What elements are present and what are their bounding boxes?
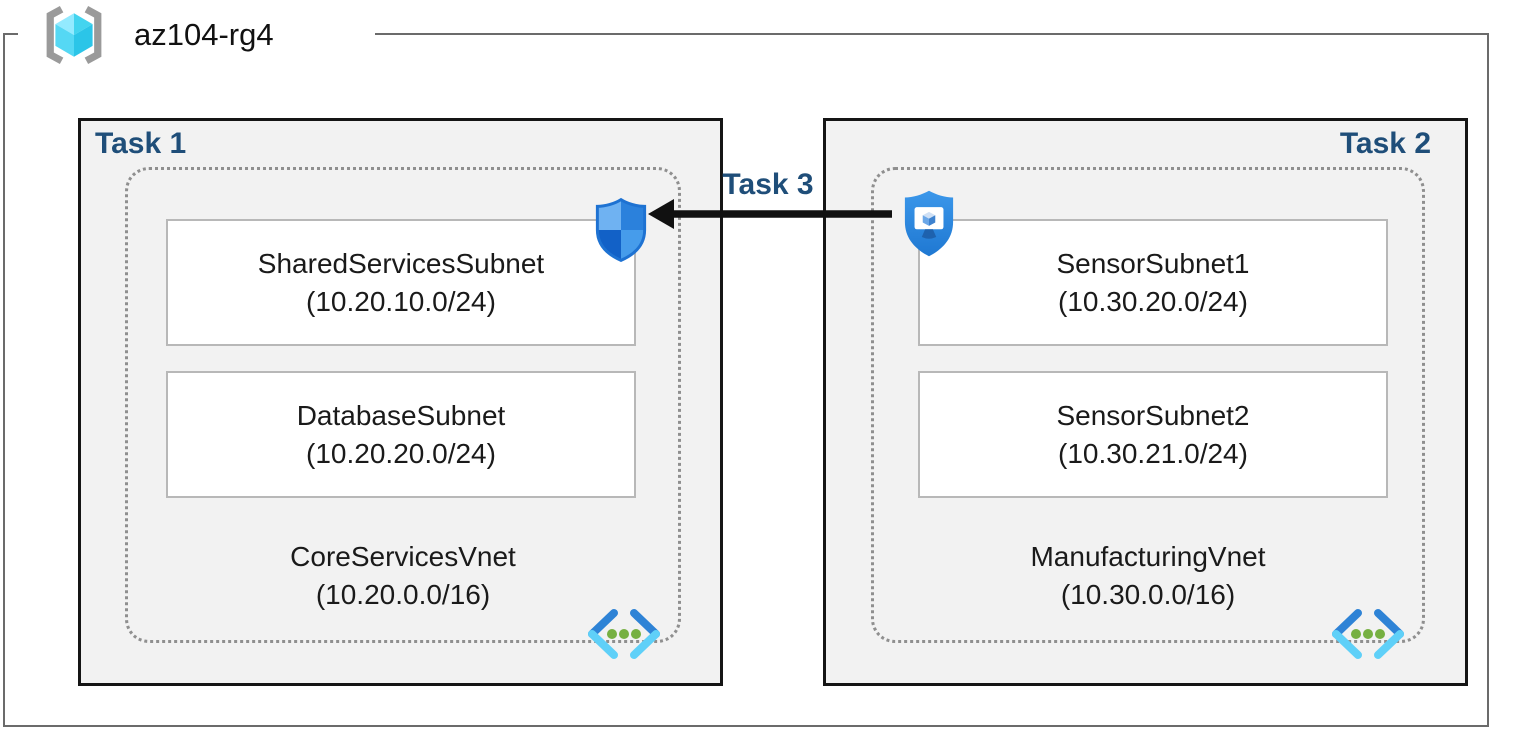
subnet-cidr: (10.20.20.0/24) — [306, 437, 496, 469]
task2-label: Task 2 — [1339, 127, 1431, 160]
subnet-name: SensorSubnet2 — [1056, 399, 1250, 431]
network-security-group-shield-icon — [595, 197, 647, 262]
subnet-name: SharedServicesSubnet — [257, 247, 545, 279]
vnet-coreservices: SharedServicesSubnet (10.20.10.0/24) Dat… — [125, 167, 681, 659]
vnet-name-block: ManufacturingVnet (10.30.0.0/16) — [874, 538, 1422, 614]
task1-box: Task 1 SharedServicesSubnet (10.20.10.0/… — [78, 118, 723, 686]
frame-label-gap — [18, 28, 375, 40]
vnet-manufacturing: SensorSubnet1 (10.30.20.0/24) SensorSubn… — [871, 167, 1425, 659]
vnet-name: ManufacturingVnet — [1030, 541, 1266, 572]
resource-group-frame — [3, 33, 1489, 727]
task1-label: Task 1 — [95, 127, 187, 160]
subnet-name: DatabaseSubnet — [296, 399, 506, 431]
virtual-network-chevron-icon — [588, 609, 660, 659]
subnet-cidr: (10.30.21.0/24) — [1058, 437, 1248, 469]
task3-arrow — [648, 199, 892, 229]
vnet-name-block: CoreServicesVnet (10.20.0.0/16) — [128, 538, 678, 614]
resource-group-icon — [46, 5, 102, 65]
virtual-network-chevron-icon — [1332, 609, 1404, 659]
subnet-sensor2: SensorSubnet2 (10.30.21.0/24) — [918, 371, 1388, 498]
subnet-name: SensorSubnet1 — [1056, 247, 1250, 279]
resource-group-name: az104-rg4 — [134, 17, 274, 52]
subnet-sensor1: SensorSubnet1 (10.30.20.0/24) — [918, 219, 1388, 346]
subnet-sharedservices: SharedServicesSubnet (10.20.10.0/24) — [166, 219, 636, 346]
bastion-shield-monitor-icon — [904, 190, 954, 257]
task3-label: Task 3 — [722, 168, 814, 201]
vnet-cidr: (10.20.0.0/16) — [315, 579, 491, 610]
subnet-database: DatabaseSubnet (10.20.20.0/24) — [166, 371, 636, 498]
task2-box: Task 2 SensorSubnet1 (10.30.20.0/24) Sen… — [823, 118, 1468, 686]
subnet-cidr: (10.20.10.0/24) — [306, 285, 496, 317]
vnet-name: CoreServicesVnet — [290, 541, 516, 572]
vnet-cidr: (10.30.0.0/16) — [1060, 579, 1236, 610]
subnet-cidr: (10.30.20.0/24) — [1058, 285, 1248, 317]
